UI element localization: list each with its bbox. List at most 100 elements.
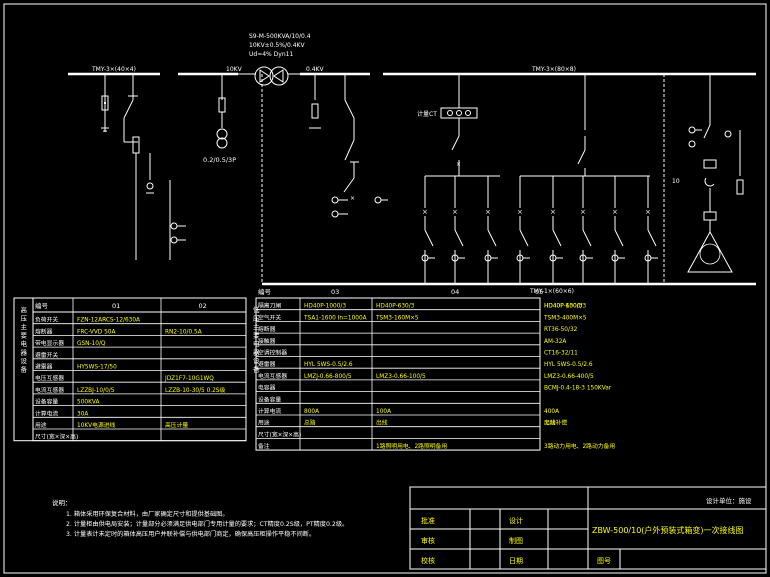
table-cell: GSN-10/Q	[77, 341, 106, 347]
design-unit-label: 设计单位：施设	[706, 496, 752, 505]
table-cell: 空调控制器	[258, 349, 287, 357]
table-header-cell: 03	[331, 288, 339, 296]
note-line-2: 2. 计量柜由供电局安装；计量部分必须满足供电部门专用计量的要求；CT精度0.2…	[66, 520, 348, 528]
title-block: 设计单位：施设 批准 审核 校核 设计 制图 日期 ZBW-500/10(户外预…	[409, 486, 767, 570]
table-cell: 800A	[304, 409, 319, 415]
note-line-3: 3. 计量表计未定时的箱体高压用户并联补偿与供电部门商定，确保高压柜操作平稳不间…	[66, 530, 315, 538]
cap-label: 10	[672, 178, 680, 185]
table-cell: 设备容量	[35, 398, 58, 406]
bus-neutral-label: TMY-1×(60×6)	[529, 288, 574, 295]
table-header-cell: 05	[535, 288, 543, 296]
table-cell: 备注	[258, 442, 270, 450]
table-cell: 避雷开关	[35, 351, 58, 359]
table-cell: 30A	[77, 411, 88, 417]
notes-heading: 说明：	[52, 498, 72, 507]
table-cell: HD40P-630/3	[544, 304, 583, 310]
svg-text:×: ×	[452, 208, 458, 216]
bus-hv-cabinet-label: TMY-3×(40×4)	[91, 66, 136, 73]
note-line-1: 1. 箱体采用环保复合材料，由厂家确定尺寸和提供基础图。	[66, 510, 229, 518]
drawing-title: ZBW-500/10(户外预装式箱变)一次接线图	[592, 525, 744, 535]
table-cell: 用途	[35, 421, 47, 429]
table-cell: 避雷器	[35, 363, 53, 371]
outgoing-feeder-set: ××××××××	[421, 176, 658, 284]
table-cell: 带电显示器	[35, 339, 64, 347]
capacitor-compensation: 10	[672, 74, 744, 273]
table-cell: 3路动力用电、2路动力备用	[544, 442, 615, 450]
table-cell: JDZ1F7-10G1WQ	[164, 376, 214, 382]
table-cell: 电压互感器	[35, 374, 64, 382]
table-cell: HD40P-630/3	[376, 304, 415, 310]
meter-ct: 计量CT ×	[417, 74, 478, 176]
table-cell: HY5WS-17/50	[77, 365, 117, 371]
draw-label: 制图	[509, 536, 523, 545]
table-cell: 电流互感器	[35, 386, 64, 394]
table-cell: BCMJ-0.4-18-3 150KVar	[544, 386, 612, 392]
table-cell: 高压计量	[165, 421, 188, 429]
bus-lv-main-label: TMY-3×(80×8)	[531, 66, 576, 73]
table-cell: 500KVA	[77, 400, 99, 406]
svg-text:×: ×	[456, 161, 461, 168]
lv-incomer-feeder: ×	[309, 74, 388, 218]
table-cell: TSM3-400M×5	[543, 315, 587, 321]
table-cell: 空气开关	[258, 313, 281, 321]
pt-ratio-label: 0.2/0.5/3P	[203, 156, 236, 164]
table-cell: FRC-VVD 50A	[77, 329, 115, 335]
table-cell: 熔断器	[35, 327, 53, 335]
svg-text:×: ×	[550, 208, 556, 216]
table-cell: TSM3-160M×5	[375, 315, 419, 321]
check-label: 校核	[421, 556, 435, 565]
date-label: 日期	[509, 557, 523, 565]
table-cell: 计算电流	[35, 409, 58, 417]
table-cell: 总路	[304, 419, 316, 427]
table-cell: 400A	[544, 409, 559, 415]
review-label: 审核	[421, 536, 435, 545]
table-cell: LMZ3-0.66-400/5	[544, 374, 594, 380]
feeder-branch: ×	[611, 176, 625, 284]
table-cell: 负荷开关	[35, 316, 58, 324]
table-header-cell: 编号	[258, 287, 272, 296]
table-cell: 计算电流	[258, 407, 281, 415]
svg-text:×: ×	[422, 208, 428, 216]
table-cell: AM-32A	[544, 339, 566, 345]
table-cell: 出线	[544, 419, 556, 427]
meter-ct-label: 计量CT	[417, 110, 437, 118]
lv-bus-label: 0.4KV	[306, 66, 324, 73]
table-cell: 出线	[376, 419, 388, 427]
transformer-spec-line-3: Ud=4% Dyn11	[249, 51, 293, 58]
svg-text:×: ×	[645, 208, 651, 216]
table-cell: FZN-12ARCS-12/630A	[77, 318, 140, 324]
table-cell: 尺寸(宽×深×高)	[258, 430, 301, 438]
hv-incoming-feeder	[101, 74, 186, 260]
svg-text:×: ×	[612, 208, 618, 216]
svg-text:×: ×	[350, 195, 355, 202]
transformer-spec-line-2: 10KV±0.5%/0.4KV	[249, 42, 305, 49]
table-cell: 用途	[258, 419, 270, 427]
feeder-branch: ×	[644, 176, 658, 284]
approve-label: 批准	[421, 516, 435, 525]
design-label: 设计	[509, 516, 523, 525]
table-cell: LMZ3-0.66-100/5	[376, 374, 426, 380]
transformer-spec-line-1: S9-M-500KVA/10/0.4	[249, 33, 311, 40]
table-cell: 电容器	[258, 384, 276, 392]
table-cell: HD40P-1000/3	[544, 304, 586, 310]
table-cell: HYL 5WS-0.5/2.6	[304, 362, 353, 368]
svg-text:×: ×	[485, 208, 491, 216]
feeder-branch: ×	[484, 176, 498, 284]
feeder-branch: ×	[579, 176, 593, 284]
table-side-label: 高压主要电器设备	[21, 305, 28, 374]
outgoing-feeders-group	[425, 74, 650, 177]
table-cell: 设备容量	[258, 395, 281, 403]
table-cell: 避雷器	[258, 360, 276, 368]
table-cell: 1路照明用电、2路照明备用	[376, 442, 447, 450]
transformer-symbol	[238, 66, 300, 86]
table-cell: HYL 5WS-0.5/2.6	[544, 362, 593, 368]
svg-text:×: ×	[580, 208, 586, 216]
table-cell: RT36-50/32	[544, 327, 578, 333]
table-cell: 10KV电源进线	[77, 421, 116, 429]
drawing-frame	[3, 3, 767, 574]
drawing-no-label: 图号	[597, 557, 611, 565]
hv-metering-pt: 0.2/0.5/3P	[203, 74, 236, 164]
table-cell: 尺寸(宽×深×高)	[35, 433, 78, 441]
